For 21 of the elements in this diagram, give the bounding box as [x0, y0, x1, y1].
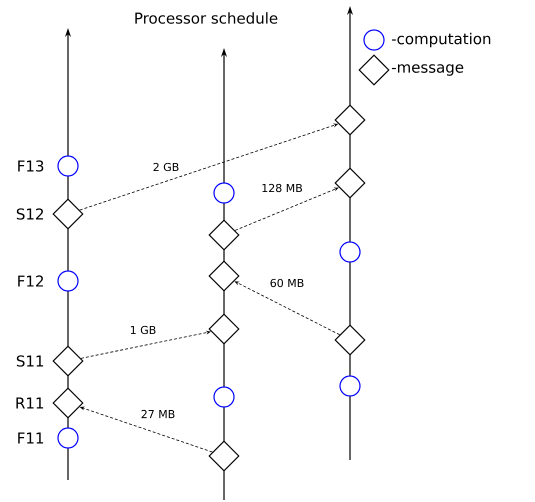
- computation-circle: [57, 155, 79, 177]
- legend-label: -message: [392, 64, 464, 76]
- computation-circle: [213, 182, 235, 204]
- computation-circle: [339, 375, 361, 397]
- computation-circle: [213, 386, 235, 408]
- task-label: S12: [16, 208, 43, 220]
- edge-label: 1 GB: [128, 324, 158, 336]
- computation-circle: [339, 241, 361, 263]
- task-label: F13: [18, 160, 44, 172]
- task-label: F11: [18, 432, 44, 444]
- edge-label: 128 MB: [260, 182, 304, 194]
- task-label: R11: [16, 398, 44, 408]
- computation-circle: [57, 270, 79, 292]
- title: Processor schedule: [135, 12, 278, 24]
- task-label: F12: [18, 275, 43, 287]
- edge-label: 60 MB: [268, 278, 306, 288]
- legend-label: -computation: [392, 32, 490, 48]
- edge-label: 27 MB: [140, 408, 176, 420]
- task-label: S11: [16, 355, 44, 367]
- computation-circle: [57, 427, 79, 449]
- edge-label: 2 GB: [152, 162, 180, 172]
